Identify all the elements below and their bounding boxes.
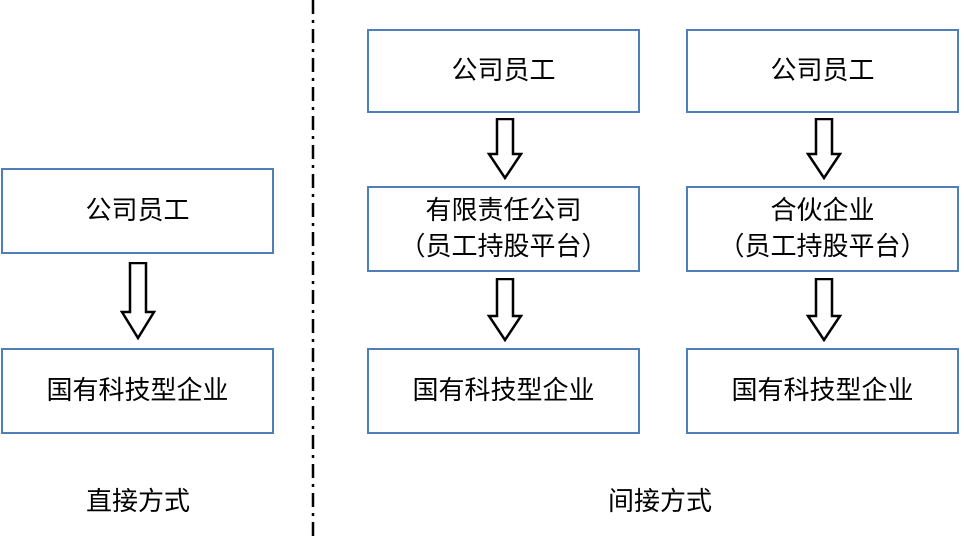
- indirect-right-platform-line2: （员工持股平台）: [718, 232, 927, 262]
- indirect-right-down-arrow-2-icon: [806, 278, 842, 342]
- direct-enterprise-box: 国有科技型企业: [1, 348, 274, 434]
- indirect-left-employee-text: 公司员工: [451, 56, 556, 86]
- direct-down-arrow-icon: [120, 262, 156, 340]
- indirect-right-employee-box: 公司员工: [686, 29, 959, 113]
- indirect-right-employee-text: 公司员工: [770, 56, 875, 86]
- indirect-right-platform-line1: 合伙企业: [770, 196, 875, 226]
- indirect-left-down-arrow-2-icon: [487, 278, 523, 342]
- direct-employee-text: 公司员工: [85, 196, 190, 226]
- direct-employee-box: 公司员工: [1, 168, 274, 254]
- indirect-left-enterprise-text: 国有科技型企业: [412, 376, 595, 406]
- direct-enterprise-text: 国有科技型企业: [46, 376, 229, 406]
- direct-method-label: 直接方式: [86, 487, 191, 517]
- indirect-left-down-arrow-1-icon: [487, 118, 523, 180]
- indirect-method-label: 间接方式: [608, 487, 713, 517]
- indirect-left-platform-box: 有限责任公司 （员工持股平台）: [367, 186, 640, 272]
- indirect-left-employee-box: 公司员工: [367, 29, 640, 113]
- indirect-right-platform-box: 合伙企业 （员工持股平台）: [686, 186, 959, 272]
- indirect-right-enterprise-text: 国有科技型企业: [731, 376, 914, 406]
- indirect-right-down-arrow-1-icon: [806, 118, 842, 180]
- indirect-right-enterprise-box: 国有科技型企业: [686, 348, 959, 434]
- indirect-left-platform-line1: 有限责任公司: [425, 196, 582, 226]
- indirect-left-platform-line2: （员工持股平台）: [399, 232, 608, 262]
- indirect-left-enterprise-box: 国有科技型企业: [367, 348, 640, 434]
